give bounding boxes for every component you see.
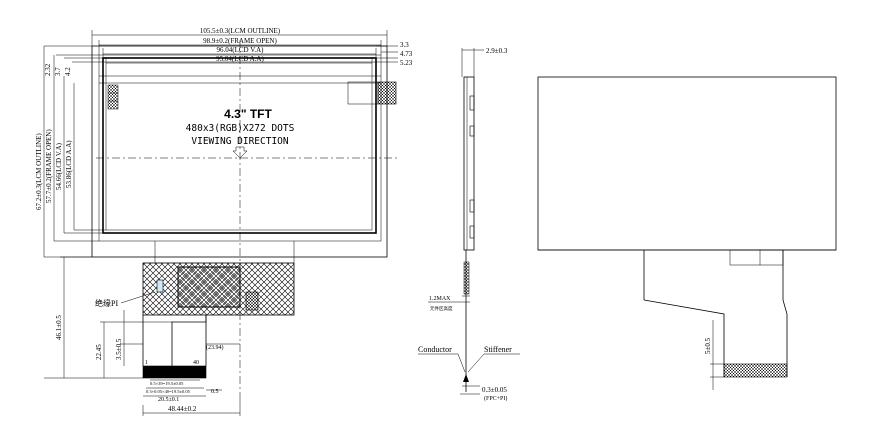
fpc-connector [245, 291, 259, 311]
dim-pitch-0-5: 0.5 [211, 389, 219, 395]
dim-frame-open-height: 57.7±0.2(FRAME OPEN) [45, 129, 53, 203]
dim-48-44: 48.44±0.2 [168, 405, 197, 413]
frame-open [98, 54, 382, 242]
resolution-text: 480x3(RGB)X272 DOTS [186, 123, 295, 134]
right-dimensions: 3.3 4.73 5.23 [372, 41, 413, 67]
top-dimensions: 105.5±0.3(LCM OUTLINE) 98.9±0.2(FRAME OP… [91, 27, 388, 64]
front-view: 4.3" TFT 480x3(RGB)X272 DOTS VIEWING DIR… [35, 27, 413, 416]
lcm-outline [91, 45, 388, 258]
corner-hatch [377, 81, 397, 105]
dim-lcd-aa-width: 95.04(LCD A.A) [216, 55, 264, 63]
pitch-note-2: 0.3+0.05×40=19.5±0.05 [146, 389, 191, 394]
dim-left-3-7: 3.7 [54, 67, 62, 76]
note-component-height: 元件区高度 [430, 305, 453, 312]
dim-left-2-32: 2.32 [44, 63, 52, 76]
viewing-arrow-icon [232, 146, 248, 159]
side-view: 2.9±0.3 1.2MAX 元件区高度 Conductor Stiffener… [418, 47, 520, 402]
top-left-pads [107, 84, 119, 110]
dim-right-3-3: 3.3 [400, 41, 409, 49]
dim-fpc-46-1: 46.1±0.5 [55, 315, 63, 340]
dim-20-5: 20.5±0.1 [158, 397, 179, 403]
back-view: 5±0.5 [537, 76, 837, 390]
lcd-view-area [102, 57, 377, 234]
dim-back-5: 5±0.5 [704, 337, 712, 354]
dim-3-5: 3.5±0.5 [115, 338, 123, 360]
fpc-tail: 绝缘PI (23.94) [95, 241, 295, 366]
label-conductor: Conductor [418, 345, 452, 354]
dim-frame-open-width: 98.9±0.2(FRAME OPEN) [203, 37, 277, 45]
dim-23-94: (23.94) [206, 344, 224, 351]
dim-lcd-aa-height: 53.86(LCD A.A) [65, 140, 73, 188]
label-insulation-pi: 绝缘PI [95, 298, 118, 308]
label-stiffener: Stiffener [484, 345, 512, 354]
dim-thickness: 2.9±0.3 [486, 47, 508, 55]
panel-size-text: 4.3" TFT [224, 107, 272, 121]
pin-40-label: 40 [193, 360, 199, 366]
pin-1-label: 1 [145, 360, 148, 366]
fpc-component [156, 279, 164, 293]
back-fpc-contacts [723, 363, 788, 378]
dim-lcm-outline-width: 105.5±0.3(LCM OUTLINE) [200, 27, 281, 35]
fpc-ic-area [177, 266, 241, 308]
dim-left-4-2: 4.2 [64, 67, 72, 76]
left-top-dimensions: 2.32 3.7 4.2 [44, 45, 106, 76]
left-height-dimensions: 67.2±0.3(LCM OUTLINE) 57.7±0.2(FRAME OPE… [35, 46, 106, 258]
dim-lcd-va-width: 96.04(LCD V.A) [217, 46, 265, 54]
back-outline [537, 76, 837, 251]
dim-right-5-23: 5.23 [400, 59, 413, 67]
dim-22-45: 22.45 [95, 344, 103, 360]
dim-right-4-73: 4.73 [400, 50, 413, 58]
dim-lcd-va-height: 54.66(LCD V.A) [55, 142, 63, 190]
dim-lcm-outline-height: 67.2±0.3(LCM OUTLINE) [35, 133, 43, 210]
pitch-note-1: 0.5×39=19.5±0.05 [150, 381, 184, 386]
note-fpc-pi: (FPC+PI) [484, 395, 507, 402]
dim-fpc-thickness: 0.3±0.05 [482, 386, 507, 394]
fpc-contacts: 1 40 0.5×39=19.5±0.05 0.3+0.05×40=19.5±0… [142, 360, 222, 403]
dim-1-2max: 1.2MAX [429, 296, 451, 302]
viewing-direction-text: VIEWING DIRECTION [191, 136, 289, 147]
lcd-active-area [105, 61, 373, 231]
fpc-dimensions: 46.1±0.5 22.45 3.5±0.5 48.44±0.2 [44, 256, 241, 416]
side-body [463, 76, 475, 251]
